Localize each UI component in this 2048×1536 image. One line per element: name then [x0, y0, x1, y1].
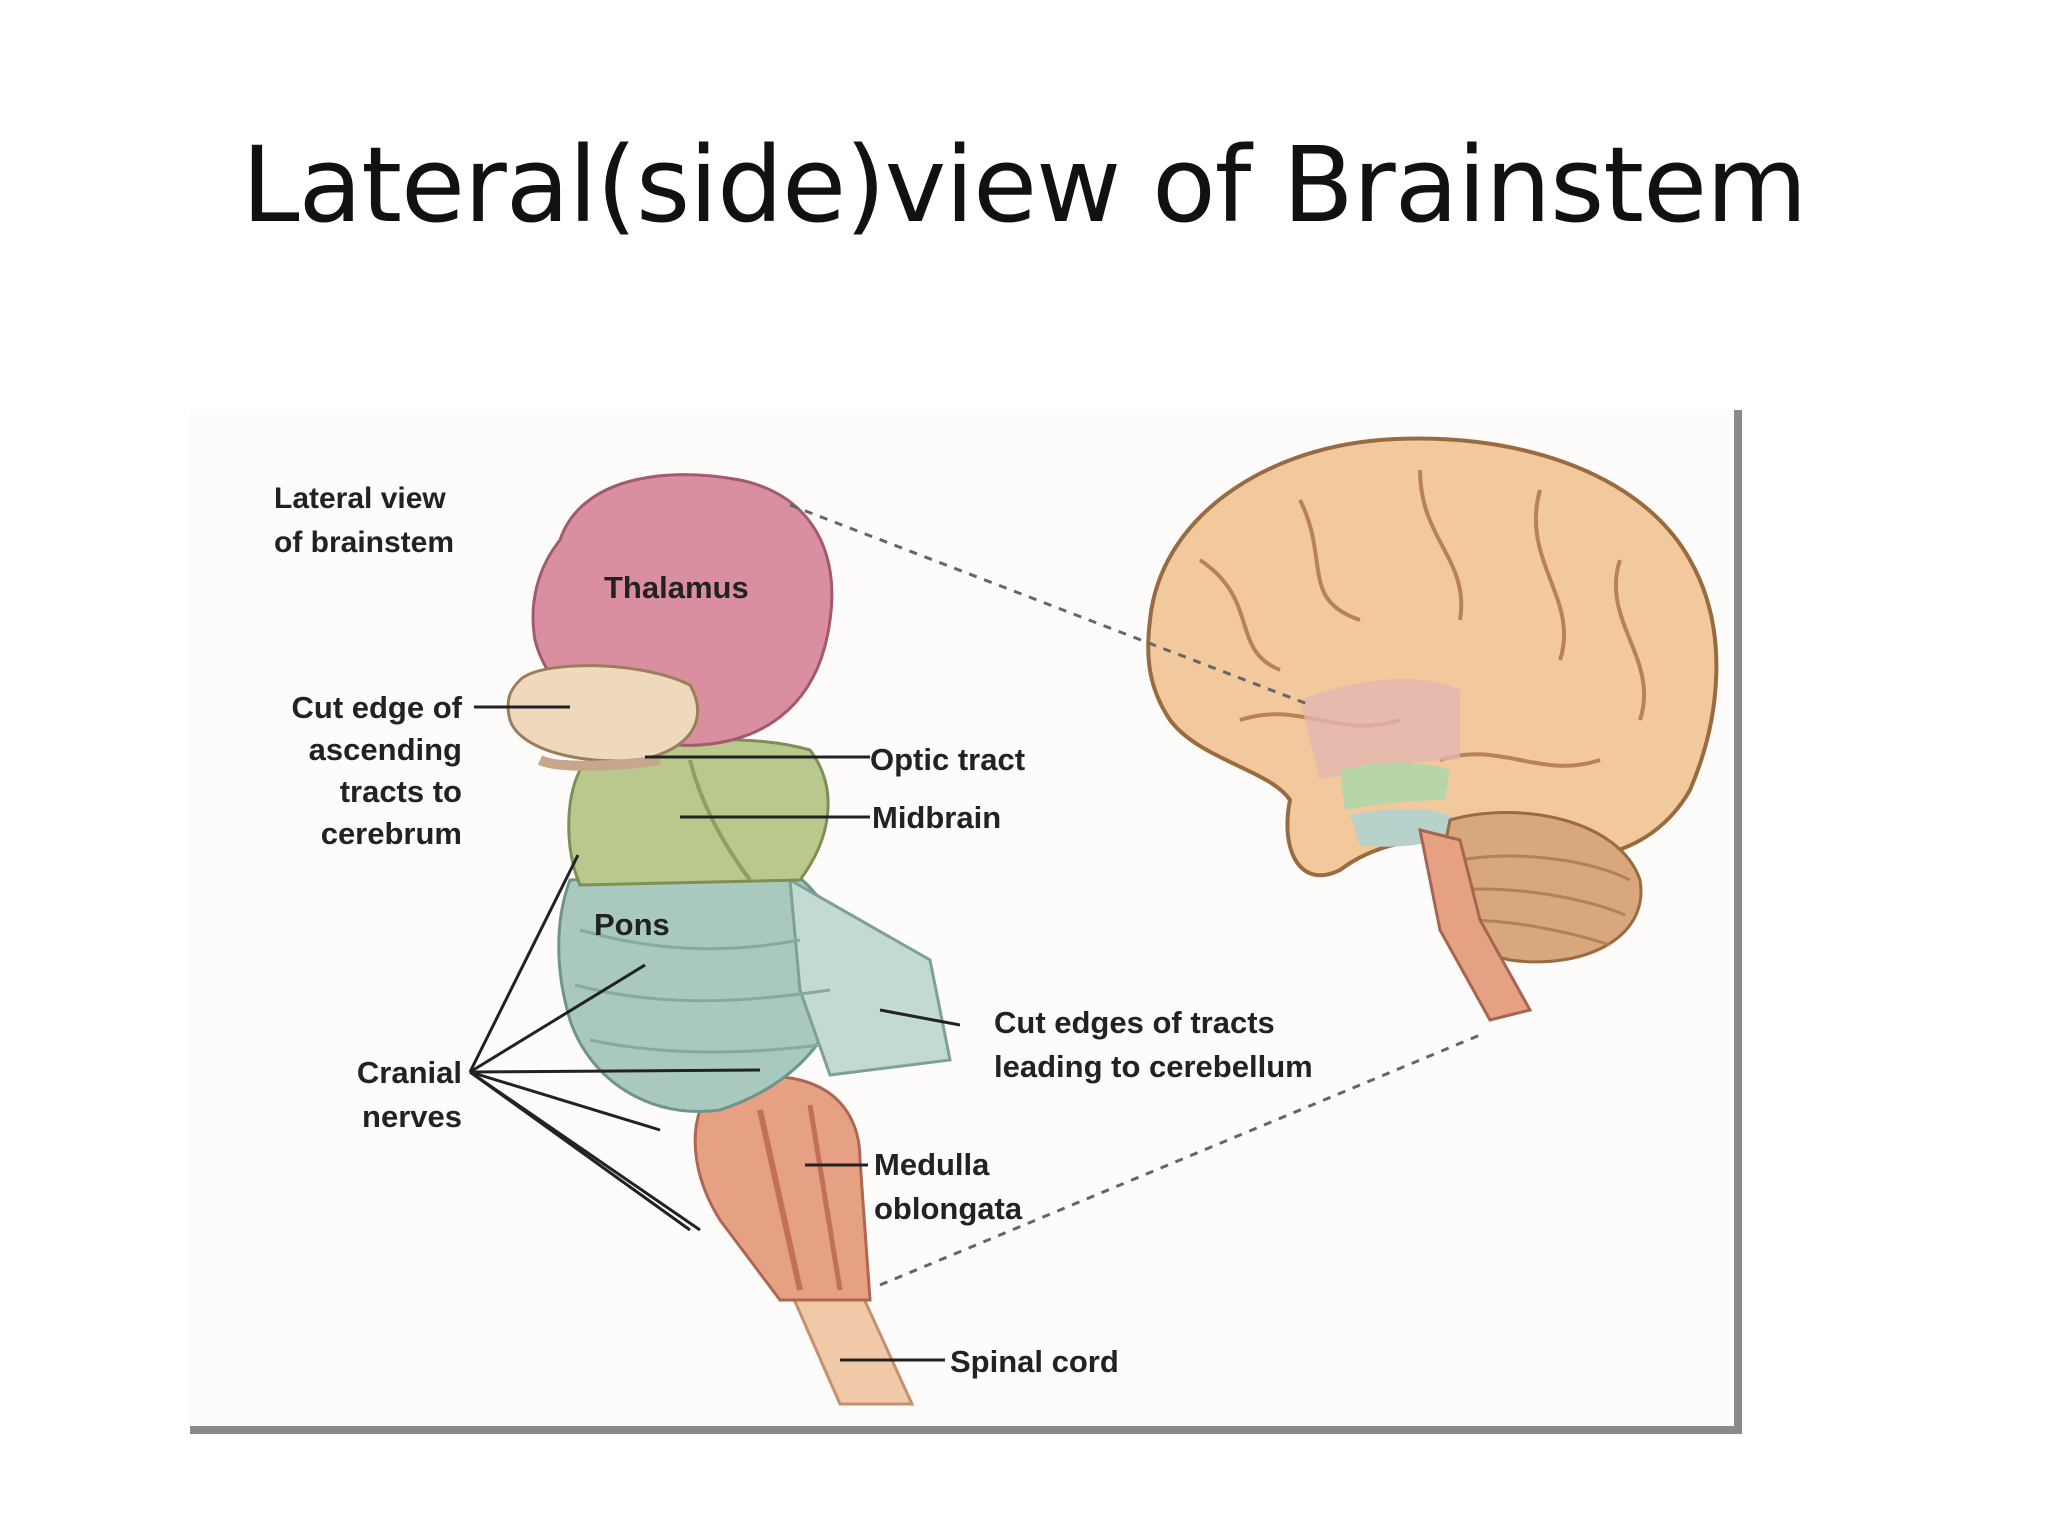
label-optic-tract: Optic tract — [870, 742, 1025, 777]
label-pons: Pons — [594, 907, 670, 942]
spinal-cord-shape — [787, 1288, 915, 1406]
figure-frame-bottom — [190, 1426, 1742, 1434]
label-cut-edge-line3: tracts to — [340, 774, 462, 809]
label-cut-edge-line4: cerebrum — [321, 816, 462, 851]
temporal-highlight — [1300, 679, 1460, 780]
label-cut-edge-line2: ascending — [309, 732, 462, 767]
label-medulla-line2: oblongata — [874, 1191, 1023, 1226]
figure-heading-line2: of brainstem — [274, 526, 454, 559]
label-spinal-cord: Spinal cord — [950, 1344, 1119, 1379]
figure-heading-line1: Lateral view — [274, 482, 446, 515]
cerebellar-peduncle-shape — [788, 877, 952, 1077]
cerebrum-shape — [1146, 436, 1719, 878]
label-cut-edge-line1: Cut edge of — [292, 690, 463, 725]
label-cut-edges-line1: Cut edges of tracts — [994, 1005, 1275, 1040]
figure-frame-right — [1734, 410, 1742, 1434]
leader-lines — [468, 705, 961, 1362]
dashed-connector-bottom — [879, 1033, 1481, 1287]
label-cranial-line2: nerves — [362, 1099, 462, 1134]
ascending-tracts-cut-shape — [506, 664, 700, 763]
label-medulla-line1: Medulla — [874, 1147, 990, 1182]
label-cut-edges-line2: leading to cerebellum — [994, 1049, 1313, 1084]
label-thalamus: Thalamus — [604, 570, 749, 605]
label-midbrain: Midbrain — [872, 800, 1001, 835]
brain-stem-small-shape — [1418, 827, 1533, 1022]
label-cranial-line1: Cranial — [357, 1055, 462, 1090]
dashed-connector-top — [789, 503, 1311, 707]
slide-title: Lateral(side)view of Brainstem — [241, 124, 1808, 246]
